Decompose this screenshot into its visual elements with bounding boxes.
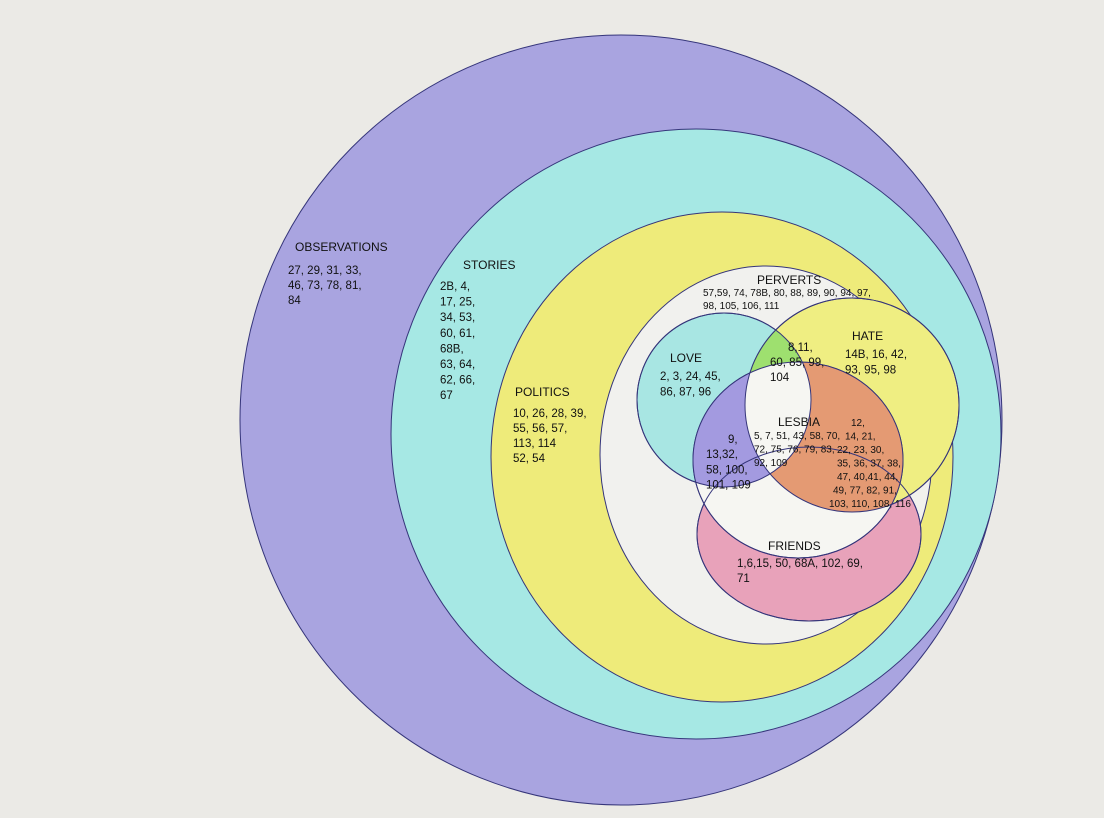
- set-item-line: 60, 61,: [440, 328, 475, 340]
- set-item-line: 92, 109: [754, 458, 788, 469]
- set-item-line: 47, 40,41, 44,: [837, 472, 898, 483]
- set-item-line: 67: [440, 390, 453, 402]
- set-item-line: 113, 114: [513, 438, 557, 450]
- set-item-line: 104: [770, 372, 790, 384]
- set-item-line: 60, 85, 99,: [770, 357, 824, 369]
- set-item-line: 14, 21,: [845, 432, 876, 443]
- set-item-line: 2B, 4,: [440, 281, 470, 293]
- stories-title: STORIES: [463, 258, 515, 272]
- set-item-line: 58, 100,: [706, 464, 748, 476]
- perverts-items: 57,59, 74, 78B, 80, 88, 89, 90, 94, 97, 9…: [703, 288, 871, 312]
- set-item-line: 17, 25,: [440, 297, 475, 309]
- set-item-line: 63, 64,: [440, 359, 475, 371]
- set-item-line: 84: [288, 295, 301, 307]
- set-item-line: 27, 29, 31, 33,: [288, 265, 362, 277]
- hate-lesbia-items: 12, 14, 21, 22, 23, 30, 35, 36, 37, 38, 47, …: [829, 418, 911, 510]
- hate-outline: [744, 297, 960, 513]
- set-item-line: 72, 75, 76, 79, 83,: [754, 445, 835, 456]
- set-item-line: 12,: [851, 418, 865, 429]
- set-item-line: 86, 87, 96: [660, 387, 711, 399]
- love-items: 2, 3, 24, 45, 86, 87, 96: [660, 371, 721, 399]
- set-item-line: 62, 66,: [440, 375, 475, 387]
- set-item-line: 98, 105, 106, 111: [703, 301, 780, 312]
- set-item-line: 10, 26, 28, 39,: [513, 408, 587, 420]
- set-item-line: 34, 53,: [440, 312, 475, 324]
- friends-items: 1,6,15, 50, 68A, 102, 69, 71: [737, 558, 863, 585]
- observations-items: 27, 29, 31, 33, 46, 73, 78, 81, 84: [288, 265, 362, 307]
- love-title: LOVE: [670, 351, 702, 365]
- set-item-line: 9,: [728, 434, 738, 446]
- set-item-line: 13,32,: [706, 449, 738, 461]
- observations-title: OBSERVATIONS: [295, 240, 388, 254]
- love-hate-items: 8,11, 60, 85, 99, 104: [770, 342, 824, 384]
- set-item-line: 103, 110, 108, 116: [829, 499, 911, 510]
- set-item-line: 1,6,15, 50, 68A, 102, 69,: [737, 558, 863, 570]
- lesbia-outline: [692, 361, 904, 559]
- circle-outlines: [636, 297, 960, 622]
- set-item-line: 5, 7, 51, 43, 58, 70,: [754, 431, 840, 442]
- set-item-line: 14B, 16, 42,: [845, 349, 907, 361]
- friends-outline: [696, 446, 922, 622]
- set-item-line: 68B,: [440, 343, 464, 355]
- hate-items: 14B, 16, 42, 93, 95, 98: [845, 349, 907, 377]
- set-item-line: 71: [737, 573, 750, 585]
- set-item-line: 93, 95, 98: [845, 365, 896, 377]
- lesbia-title: LESBIA: [778, 415, 820, 429]
- hate-title: HATE: [852, 329, 883, 343]
- set-item-line: 101, 109: [706, 480, 751, 492]
- politics-title: POLITICS: [515, 385, 570, 399]
- set-item-line: 8,11,: [788, 342, 813, 354]
- perverts-title: PERVERTS: [757, 273, 821, 287]
- set-item-line: 55, 56, 57,: [513, 423, 567, 435]
- set-item-line: 57,59, 74, 78B, 80, 88, 89, 90, 94, 97,: [703, 288, 871, 299]
- love-lesbia-items: 9, 13,32, 58, 100, 101, 109: [706, 434, 751, 492]
- set-item-line: 22, 23, 30,: [837, 445, 884, 456]
- lesbia-items: 5, 7, 51, 43, 58, 70, 72, 75, 76, 79, 83,…: [754, 431, 840, 469]
- politics-items: 10, 26, 28, 39, 55, 56, 57, 113, 114 52, 54: [513, 408, 587, 465]
- set-item-line: 52, 54: [513, 453, 546, 465]
- friends-title: FRIENDS: [768, 539, 821, 553]
- stories-items: 2B, 4, 17, 25, 34, 53, 60, 61, 68B, 63, 64, 62…: [440, 281, 475, 402]
- set-item-line: 2, 3, 24, 45,: [660, 371, 721, 383]
- set-item-line: 49, 77, 82, 91,: [833, 486, 897, 497]
- set-item-line: 35, 36, 37, 38,: [837, 459, 901, 470]
- set-item-line: 46, 73, 78, 81,: [288, 280, 362, 292]
- love-outline: [636, 312, 812, 488]
- hate-lesbia-region: [745, 362, 903, 512]
